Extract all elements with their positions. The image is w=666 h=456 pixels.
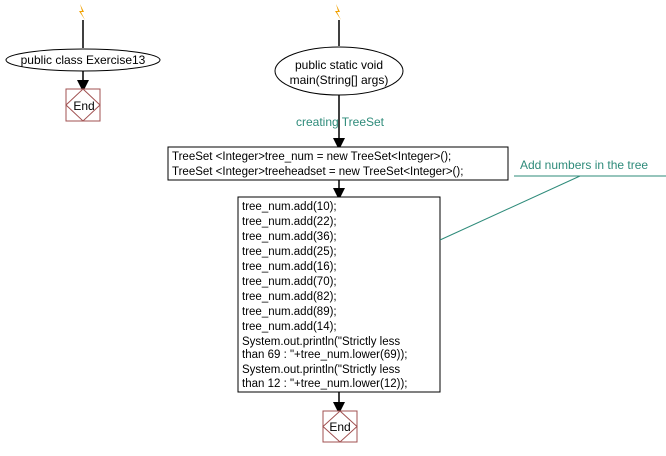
declare-process-box[interactable]: TreeSet <Integer>tree_num = new TreeSet<… [167,146,509,181]
main-end-node[interactable]: End [322,410,358,443]
add-line-3: tree_num.add(36); [242,231,337,243]
add-line-8: tree_num.add(89); [242,306,337,318]
class-start-lightning-icon [79,4,85,20]
class-end-label: End [73,99,94,113]
add-line-2: tree_num.add(22); [242,216,337,228]
main-method-node[interactable]: public static void main(String[] args) [274,46,404,96]
class-node[interactable]: public class Exercise13 [5,48,161,72]
add-line-11: than 69 : "+tree_num.lower(69)); [242,349,408,361]
declare-line-1: TreeSet <Integer>tree_num = new TreeSet<… [172,151,451,163]
add-line-5: tree_num.add(16); [242,261,337,273]
comment-label: Add numbers in the tree [520,158,648,172]
add-line-7: tree_num.add(82); [242,291,337,303]
class-end-node[interactable]: End [65,88,101,122]
add-line-6: tree_num.add(70); [242,276,337,288]
add-line-10: System.out.println("Strictly less [242,336,400,348]
main-method-line-1: public static void [295,58,383,72]
main-end-label: End [329,420,350,434]
main-start-lightning-icon [335,4,341,20]
comment-connector [439,175,581,241]
class-node-label: public class Exercise13 [21,53,146,67]
add-line-9: tree_num.add(14); [242,321,337,333]
add-line-12: System.out.println("Strictly less [242,364,400,376]
main-method-line-2: main(String[] args) [290,73,389,87]
declare-line-2: TreeSet <Integer>treeheadset = new TreeS… [172,166,463,178]
add-process-box[interactable]: tree_num.add(10); tree_num.add(22); tree… [237,196,441,393]
creating-treeset-label: creating TreeSet [296,115,385,129]
add-line-4: tree_num.add(25); [242,246,337,258]
add-line-13: than 12 : "+tree_num.lower(12)); [242,378,408,390]
add-line-1: tree_num.add(10); [242,201,337,213]
